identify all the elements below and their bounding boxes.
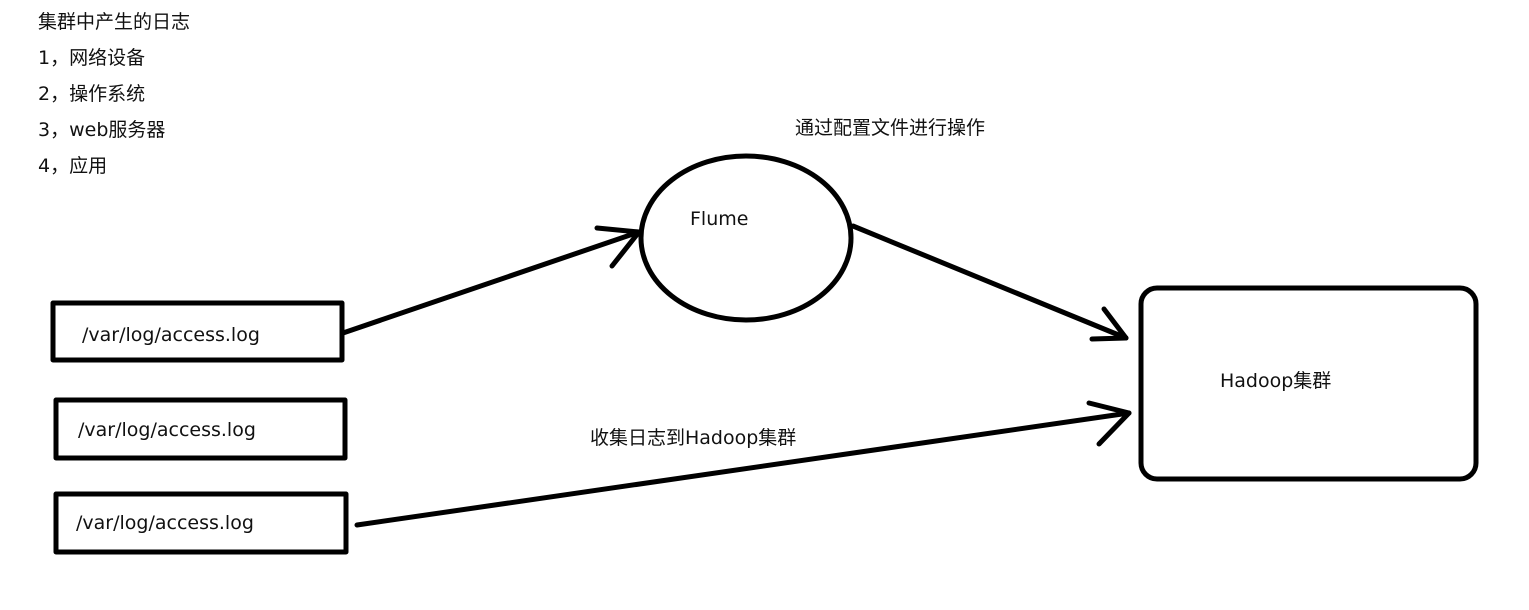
source-label-1: /var/log/access.log	[82, 324, 260, 346]
hadoop-label: Hadoop集群	[1220, 370, 1332, 392]
notes-item-3: 3，web服务器	[38, 119, 166, 141]
arrow-source-to-flume	[340, 225, 642, 336]
source-box-3	[53, 491, 349, 555]
flume-label: Flume	[690, 208, 749, 230]
source-label-3: /var/log/access.log	[76, 512, 254, 534]
flume-annotation: 通过配置文件进行操作	[795, 117, 986, 139]
arrow-source-to-hadoop	[354, 400, 1132, 528]
flume-node	[638, 153, 854, 323]
notes-item-2: 2，操作系统	[38, 83, 146, 105]
source-box-2	[53, 397, 348, 461]
source-label-2: /var/log/access.log	[78, 419, 256, 441]
arrow-flume-to-hadoop	[850, 223, 1129, 342]
notes-item-4: 4，应用	[38, 155, 108, 177]
edge-label: 收集日志到Hadoop集群	[590, 427, 797, 449]
hadoop-cluster-box	[1138, 285, 1479, 482]
notes-title: 集群中产生的日志	[38, 11, 191, 33]
notes-item-1: 1，网络设备	[38, 47, 146, 69]
